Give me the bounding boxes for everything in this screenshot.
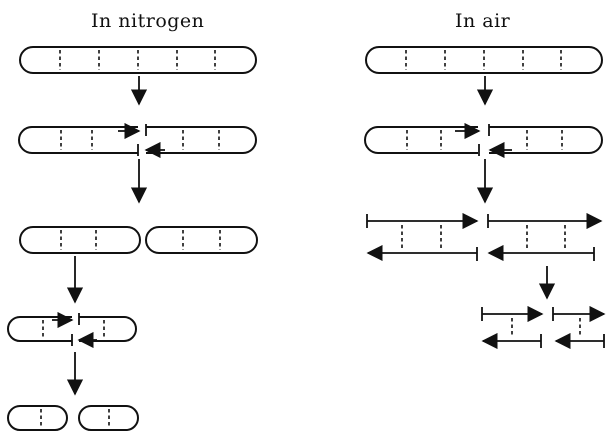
septa-marks xyxy=(405,50,562,70)
daughter-left-outline xyxy=(18,126,138,154)
cell xyxy=(78,405,139,431)
cell xyxy=(19,226,141,254)
septa-marks xyxy=(59,50,216,70)
title-nitrogen: In nitrogen xyxy=(91,10,205,32)
septa-marks xyxy=(40,409,110,427)
septa-marks xyxy=(42,320,105,338)
daughter-right-outline xyxy=(146,126,257,154)
daughter-left-outline xyxy=(364,126,478,154)
septa-marks xyxy=(60,230,221,250)
cell-long xyxy=(19,46,257,74)
daughter-left-outline xyxy=(7,316,72,342)
cell xyxy=(145,226,258,254)
nitrogen-column xyxy=(7,46,258,431)
daughter-right-outline xyxy=(489,126,603,154)
filament-right xyxy=(487,212,603,262)
septa-marks xyxy=(406,130,563,150)
title-air: In air xyxy=(455,10,511,32)
septa-marks xyxy=(60,130,220,150)
filament-left xyxy=(366,212,479,262)
cell-long xyxy=(365,46,603,74)
daughter-right-outline xyxy=(79,316,137,342)
cell xyxy=(7,405,68,431)
filament-right xyxy=(552,305,606,350)
filament-left xyxy=(481,305,544,350)
air-column xyxy=(364,46,606,350)
